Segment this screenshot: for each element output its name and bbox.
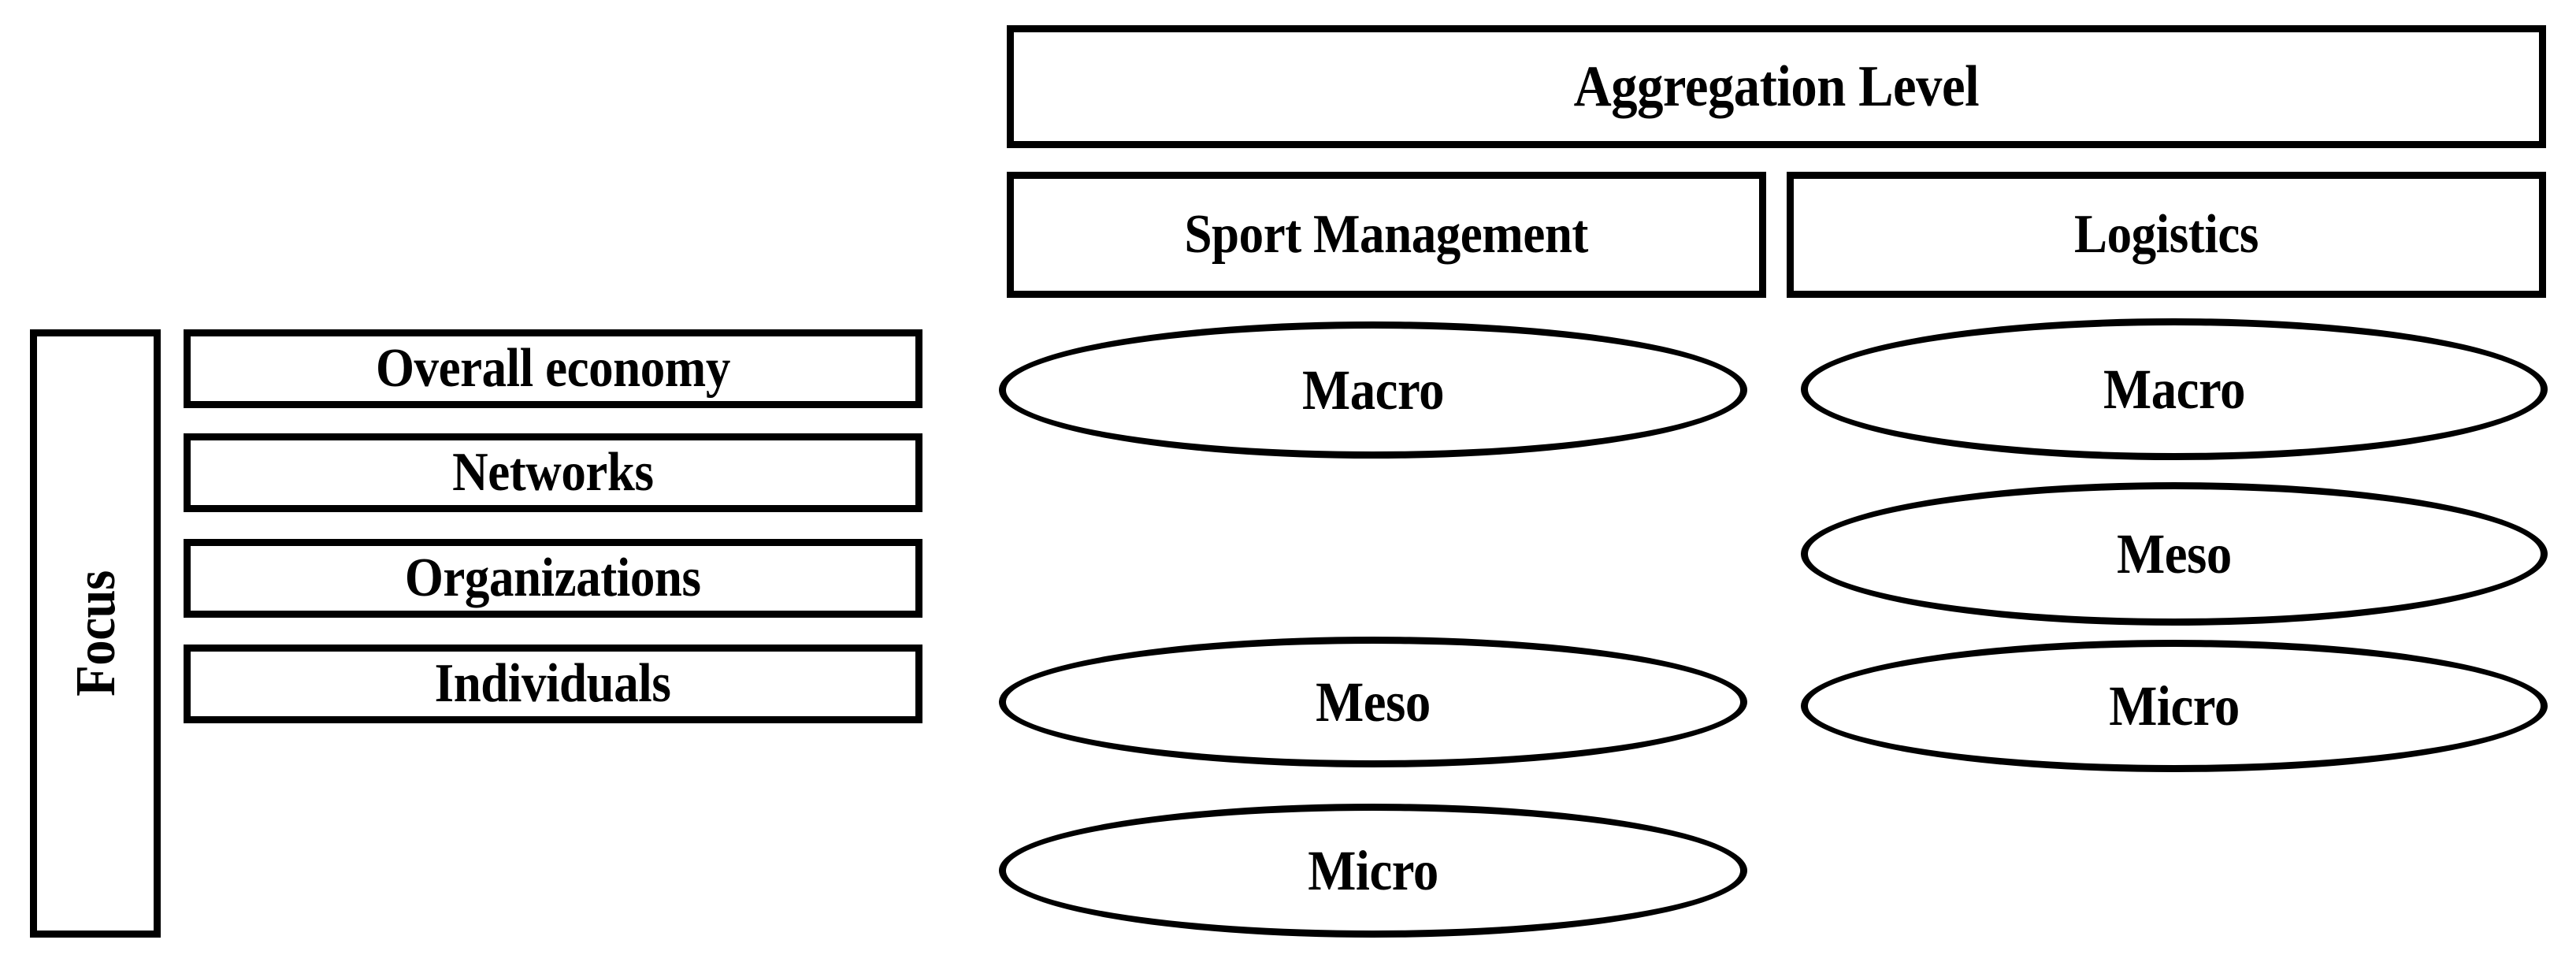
row-label-networks: Networks <box>184 433 922 512</box>
cell-sport-management-individuals-label: Micro <box>1308 839 1438 902</box>
row-label-organizations: Organizations <box>184 539 922 618</box>
column-header-logistics: Logistics <box>1787 172 2546 298</box>
cell-sport-management-individuals: Micro <box>999 804 1747 938</box>
cell-logistics-overall-economy-label: Macro <box>2103 358 2246 421</box>
row-label-organizations-text: Organizations <box>405 548 701 608</box>
cell-logistics-overall-economy: Macro <box>1801 318 2548 460</box>
focus-axis-label: Focus <box>64 570 127 697</box>
cell-logistics-organizations-label: Micro <box>2109 674 2240 737</box>
column-header-sport-management-label: Sport Management <box>1184 204 1589 265</box>
aggregation-level-title: Aggregation Level <box>1573 54 1980 119</box>
row-label-overall-economy: Overall economy <box>184 329 922 408</box>
cell-logistics-networks-label: Meso <box>2117 522 2232 585</box>
cell-sport-management-organizations: Meso <box>999 637 1747 767</box>
focus-axis: Focus <box>30 329 161 938</box>
column-header-sport-management: Sport Management <box>1007 172 1766 298</box>
row-label-overall-economy-text: Overall economy <box>376 338 730 399</box>
row-label-individuals-text: Individuals <box>435 653 671 714</box>
cell-sport-management-organizations-label: Meso <box>1316 671 1431 734</box>
row-label-individuals: Individuals <box>184 645 922 723</box>
row-label-networks-text: Networks <box>452 442 654 503</box>
column-header-logistics-label: Logistics <box>2074 204 2259 265</box>
cell-logistics-organizations: Micro <box>1801 640 2548 772</box>
cell-sport-management-overall-economy: Macro <box>999 321 1747 459</box>
aggregation-level-header: Aggregation Level <box>1007 25 2546 148</box>
cell-logistics-networks: Meso <box>1801 482 2548 626</box>
cell-sport-management-overall-economy-label: Macro <box>1301 358 1445 422</box>
